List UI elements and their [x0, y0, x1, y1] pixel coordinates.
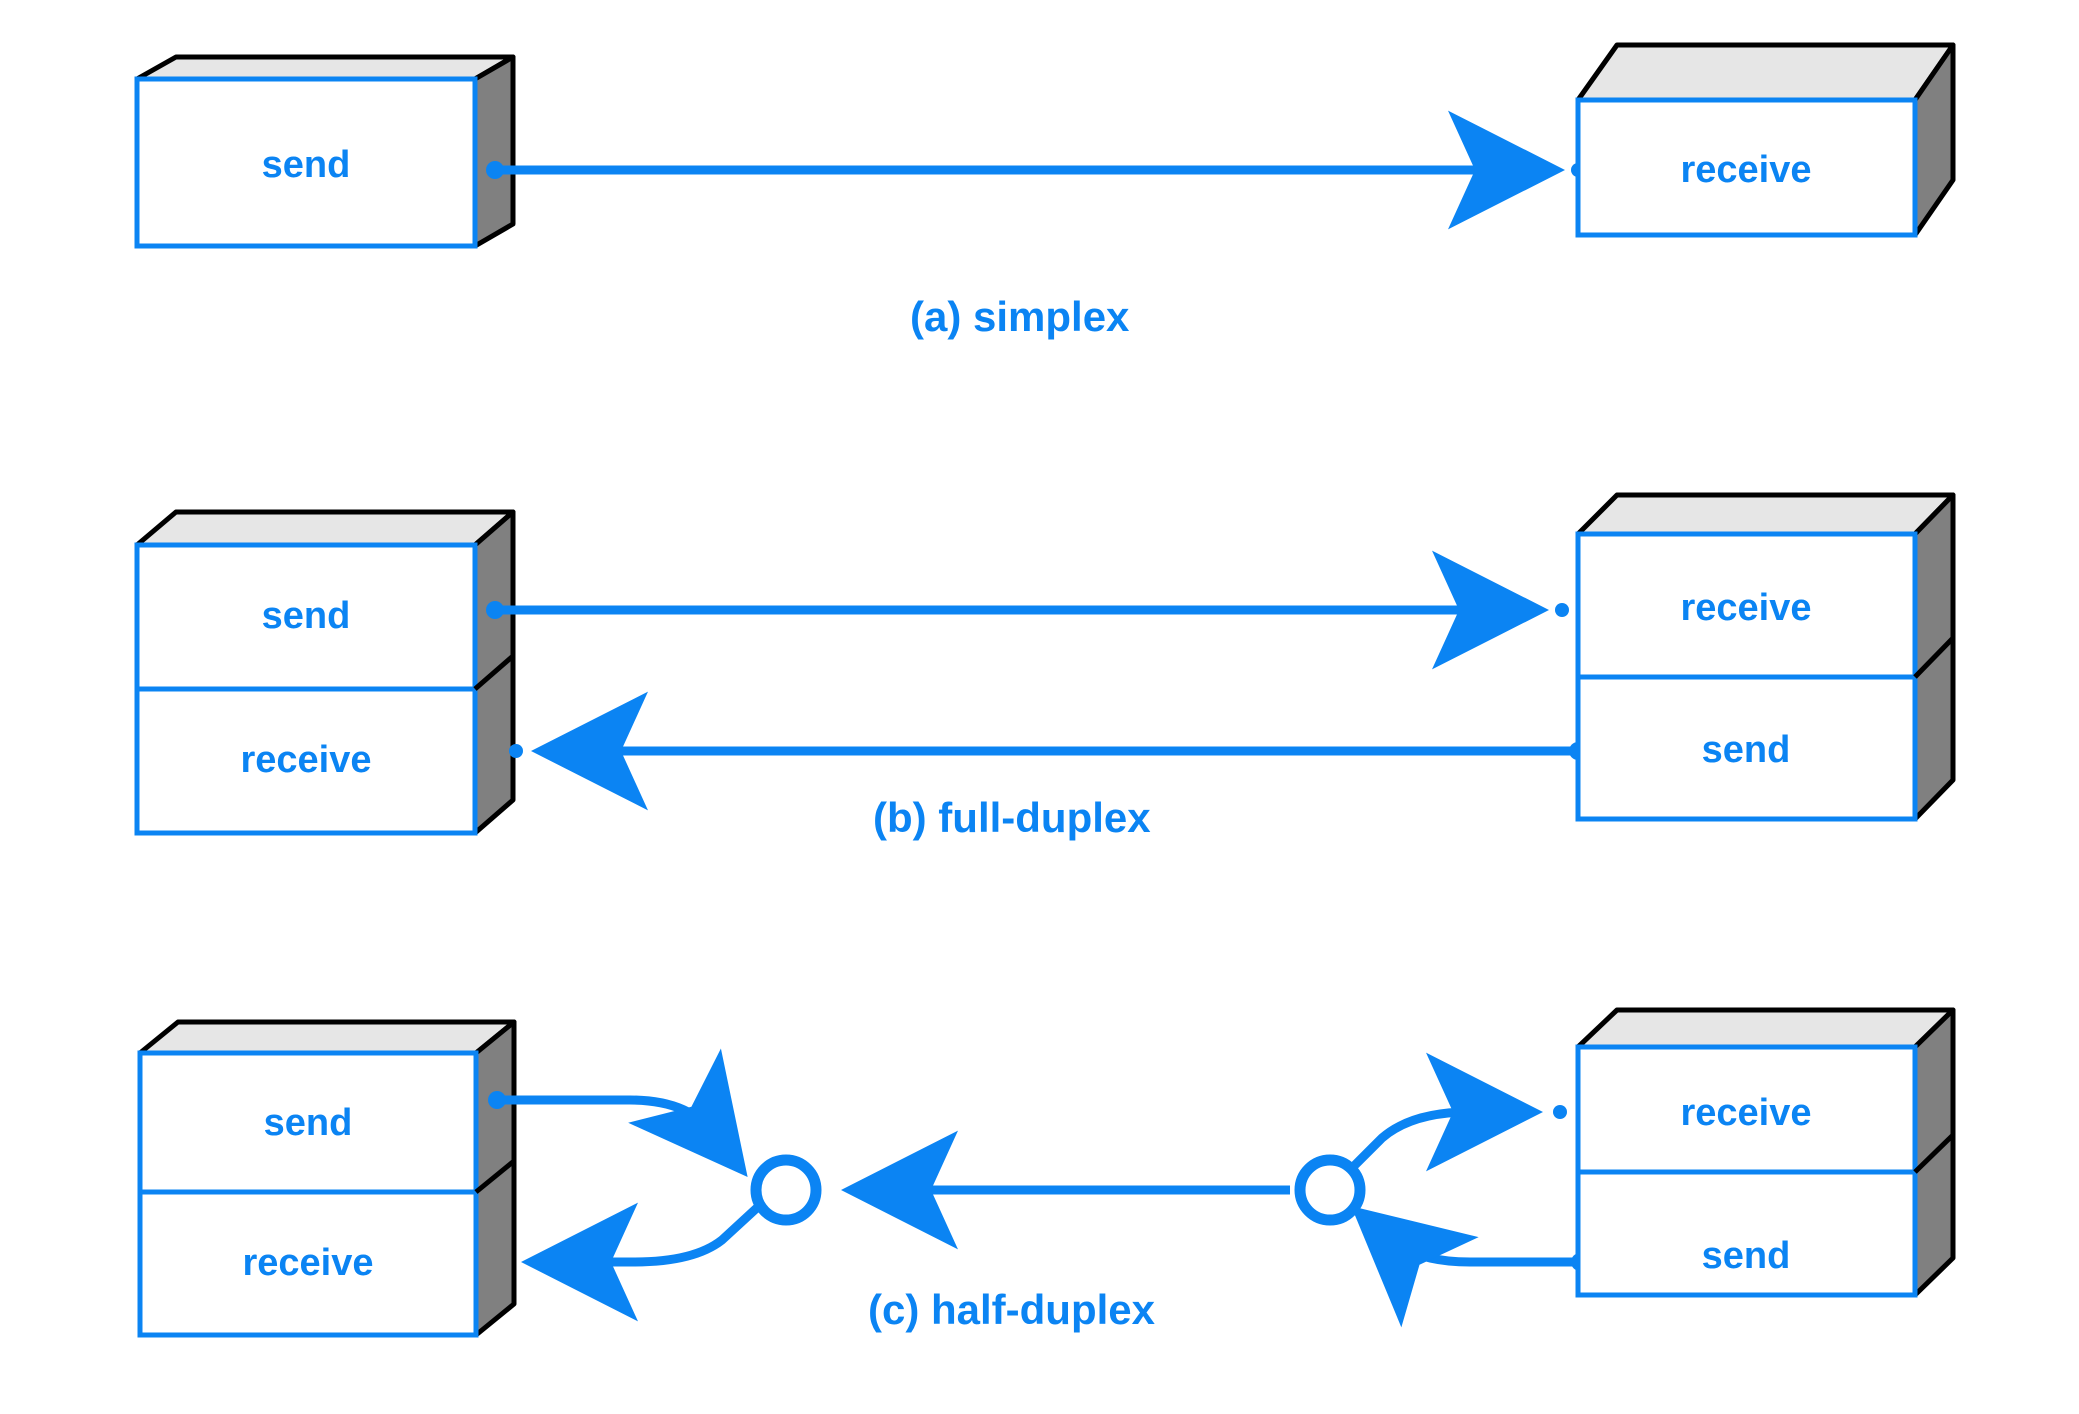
- box-top-face: [1575, 42, 1956, 103]
- caption-half-duplex: (c) half-duplex: [868, 1286, 1156, 1333]
- halfduplex-right-device: receive send: [1575, 1007, 1956, 1298]
- fullduplex-link-forward: [486, 550, 1569, 670]
- fullduplex-right-device: receive send: [1575, 492, 1956, 822]
- panel-full-duplex: send receive receive send (b) full-duple…: [134, 492, 1956, 841]
- box-top-face: [1575, 492, 1956, 537]
- box-front-face: [1575, 97, 1918, 238]
- box-top-face: [134, 54, 516, 82]
- compartment-label-receive: receive: [1680, 149, 1811, 191]
- side-face-divider: [1913, 636, 1955, 679]
- side-face-divider: [473, 654, 515, 691]
- side-face-divider: [1913, 1133, 1955, 1174]
- arrow-right-junction-to-receive: [1348, 1052, 1543, 1172]
- fullduplex-left-device: send receive: [134, 509, 516, 836]
- halfduplex-left-junction-links: [488, 1048, 822, 1322]
- box-top-face: [134, 509, 516, 548]
- link-target-dot: [509, 744, 523, 758]
- compartment-label-send: send: [1702, 1235, 1791, 1277]
- junction-node-left: [750, 1154, 822, 1226]
- fullduplex-link-reverse: [509, 691, 1587, 811]
- compartment-label-receive: receive: [240, 739, 371, 781]
- compartment-label-send: send: [1702, 729, 1791, 771]
- arrow-send-to-left-junction: [497, 1048, 748, 1178]
- arrow-send-to-right-junction: [1351, 1206, 1580, 1328]
- panel-half-duplex: send receive: [137, 1007, 1956, 1338]
- box-top-face: [1575, 1007, 1956, 1050]
- caption-full-duplex: (b) full-duplex: [873, 794, 1151, 841]
- box-side-face: [472, 54, 516, 249]
- compartment-label-send: send: [262, 595, 351, 637]
- link-target-dot: [1555, 603, 1569, 617]
- simplex-link-send-to-receive: [486, 110, 1585, 230]
- compartment-label-send: send: [262, 144, 351, 186]
- link-target-dot: [1553, 1105, 1567, 1119]
- junction-node-right: [1294, 1154, 1366, 1226]
- halfduplex-left-device: send receive: [137, 1019, 517, 1338]
- compartment-label-receive: receive: [1680, 1092, 1811, 1134]
- arrow-left-junction-to-receive: [521, 1201, 764, 1322]
- halfduplex-right-junction-links: [1294, 1052, 1589, 1328]
- simplex-right-device: receive: [1575, 42, 1956, 238]
- panel-simplex: send receive (a) simplex: [134, 42, 1956, 340]
- simplex-left-device: send: [134, 54, 516, 249]
- box-front-face: [134, 76, 478, 249]
- box-top-face: [137, 1019, 517, 1056]
- compartment-label-receive: receive: [1680, 587, 1811, 629]
- compartment-label-receive: receive: [242, 1242, 373, 1284]
- compartment-label-send: send: [264, 1102, 353, 1144]
- caption-simplex: (a) simplex: [910, 293, 1130, 340]
- side-face-divider: [474, 1159, 516, 1194]
